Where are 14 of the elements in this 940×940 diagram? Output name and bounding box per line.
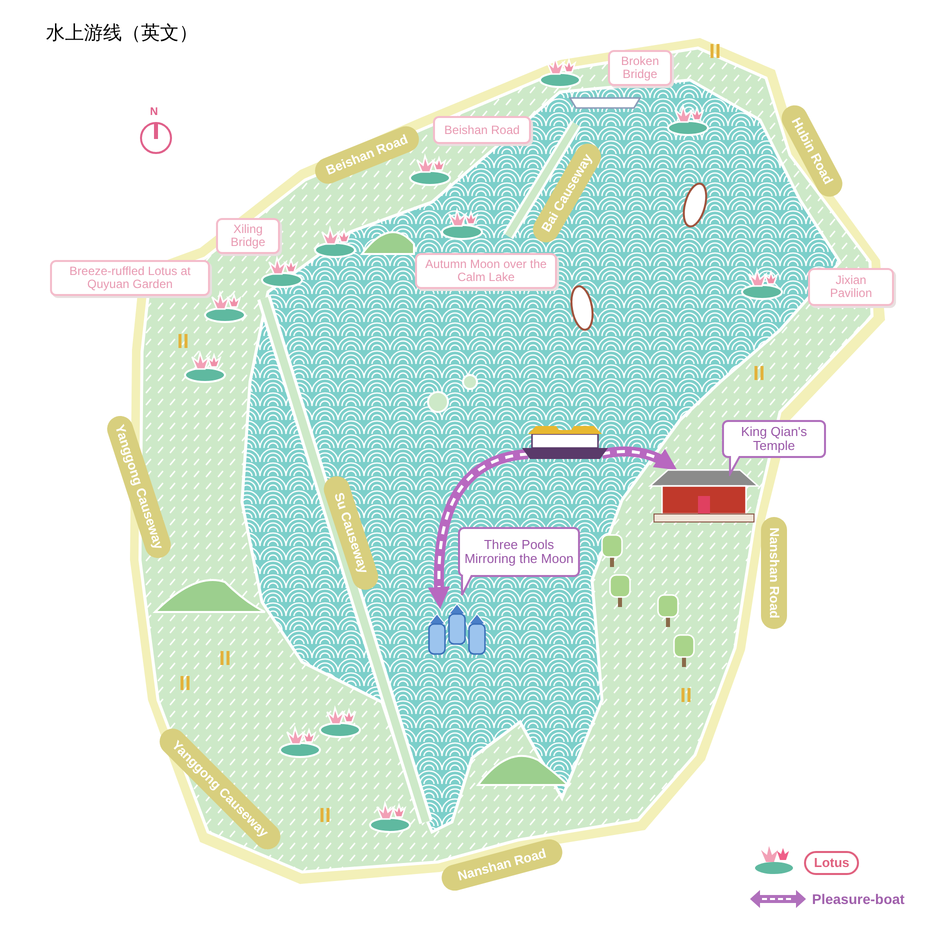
place-label: Jixian Pavilion [808,268,894,306]
place-label: Beishan Road [433,116,531,144]
pleasure-boat-picture [520,424,610,460]
road-label-band: Nanshan Road [761,517,787,629]
legend-label: Pleasure-boat [812,890,905,908]
place-label: Autumn Moon over the Calm Lake [415,253,557,289]
place-label: Xiling Bridge [216,218,280,254]
place-label: Broken Bridge [608,50,672,86]
compass-north-label: N [150,105,158,120]
callout-bubble: Three Pools Mirroring the Moon [458,527,580,577]
title: 水上游线（英文） [46,22,198,46]
callout-bubble: King Qian's Temple [722,420,826,458]
place-label: Breeze-ruffled Lotus at Quyuan Garden [50,260,210,296]
legend-label: Lotus [804,851,860,875]
